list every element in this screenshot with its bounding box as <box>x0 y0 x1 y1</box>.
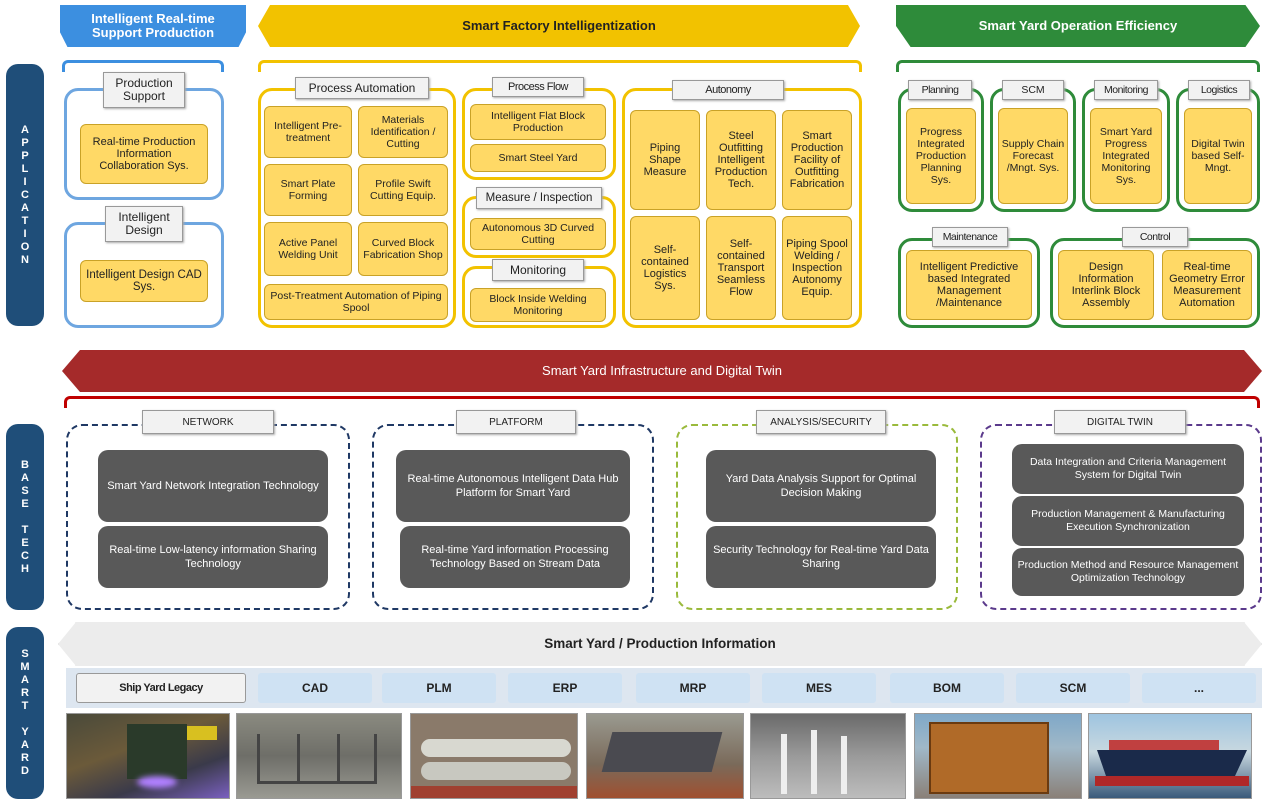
intelligent-design-title: Intelligent Design <box>105 206 183 242</box>
control-card-2: Real-time Geometry Error Measurement Aut… <box>1162 250 1252 320</box>
system-tab-plm[interactable]: PLM <box>382 673 496 703</box>
autonomy-title: Autonomy <box>672 80 784 100</box>
bracket-blue <box>62 60 224 72</box>
pa-card-7: Post-Treatment Automation of Piping Spoo… <box>264 284 448 320</box>
yard-monitoring-title: Monitoring <box>1094 80 1158 100</box>
banner-realtime-support: Intelligent Real-time Support Production <box>60 5 246 47</box>
intelligent-design-card: Intelligent Design CAD Sys. <box>80 260 208 302</box>
monitoring-title: Monitoring <box>492 259 584 281</box>
logistics-card: Digital Twin based Self-Mngt. <box>1184 108 1252 204</box>
photo-steel-frames <box>236 713 402 799</box>
maintenance-card: Intelligent Predictive based Integrated … <box>906 250 1032 320</box>
scm-title: SCM <box>1002 80 1064 100</box>
measure-card-1: Autonomous 3D Curved Cutting <box>470 218 606 250</box>
sidebar-base-tech: BASE TECH <box>6 424 44 610</box>
process-flow-title: Process Flow <box>492 77 584 97</box>
system-tab-more[interactable]: ... <box>1142 673 1256 703</box>
process-automation-title: Process Automation <box>295 77 429 99</box>
photo-pipes <box>410 713 578 799</box>
analysis-title: ANALYSIS/SECURITY <box>756 410 886 434</box>
measure-title: Measure / Inspection <box>476 187 602 209</box>
platform-title: PLATFORM <box>456 410 576 434</box>
production-support-title: Production Support <box>103 72 185 108</box>
autonomy-card-6: Piping Spool Welding / Inspection Autono… <box>782 216 852 320</box>
yard-monitoring-card: Smart Yard Progress Integrated Monitorin… <box>1090 108 1162 204</box>
planning-title: Planning <box>908 80 972 100</box>
banner-infra: Smart Yard Infrastructure and Digital Tw… <box>62 350 1262 392</box>
sidebar-smart-yard: SMART YARD <box>6 627 44 799</box>
bracket-red <box>64 396 1260 408</box>
system-tab-mrp[interactable]: MRP <box>636 673 750 703</box>
digital-twin-title: DIGITAL TWIN <box>1054 410 1186 434</box>
monitoring-card-1: Block Inside Welding Monitoring <box>470 288 606 322</box>
dt-item-1: Data Integration and Criteria Management… <box>1012 444 1244 494</box>
analysis-item-2: Security Technology for Real-time Yard D… <box>706 526 936 588</box>
network-item-2: Real-time Low-latency information Sharin… <box>98 526 328 588</box>
photo-steel-block <box>586 713 744 799</box>
autonomy-card-2: Steel Outfitting Intelligent Production … <box>706 110 776 210</box>
scm-card: Supply Chain Forecast /Mngt. Sys. <box>998 108 1068 204</box>
control-card-1: Design Information Interlink Block Assem… <box>1058 250 1154 320</box>
autonomy-card-3: Smart Production Facility of Outfitting … <box>782 110 852 210</box>
platform-item-2: Real-time Yard information Processing Te… <box>400 526 630 588</box>
pa-card-1: Intelligent Pre-treatment <box>264 106 352 158</box>
pa-card-4: Profile Swift Cutting Equip. <box>358 164 448 216</box>
photo-outfitting <box>750 713 906 799</box>
system-tab-erp[interactable]: ERP <box>508 673 622 703</box>
platform-item-1: Real-time Autonomous Intelligent Data Hu… <box>396 450 630 522</box>
pf-card-1: Intelligent Flat Block Production <box>470 104 606 140</box>
bracket-green <box>896 60 1260 72</box>
autonomy-card-4: Self-contained Logistics Sys. <box>630 216 700 320</box>
banner-yard-operation: Smart Yard Operation Efficiency <box>896 5 1260 47</box>
bracket-gold <box>258 60 862 72</box>
control-title: Control <box>1122 227 1188 247</box>
pa-card-5: Active Panel Welding Unit <box>264 222 352 276</box>
pa-card-3: Smart Plate Forming <box>264 164 352 216</box>
system-tab-scm[interactable]: SCM <box>1016 673 1130 703</box>
photo-hull-block <box>914 713 1082 799</box>
analysis-item-1: Yard Data Analysis Support for Optimal D… <box>706 450 936 522</box>
autonomy-card-1: Piping Shape Measure <box>630 110 700 210</box>
system-tab-mes[interactable]: MES <box>762 673 876 703</box>
photo-cutting-machine <box>66 713 230 799</box>
photo-ship <box>1088 713 1252 799</box>
system-tab-legacy[interactable]: Ship Yard Legacy <box>76 673 246 703</box>
pa-card-6: Curved Block Fabrication Shop <box>358 222 448 276</box>
planning-card: Progress Integrated Production Planning … <box>906 108 976 204</box>
logistics-title: Logistics <box>1188 80 1250 100</box>
banner-smart-factory: Smart Factory Intelligentization <box>258 5 860 47</box>
network-item-1: Smart Yard Network Integration Technolog… <box>98 450 328 522</box>
network-title: NETWORK <box>142 410 274 434</box>
dt-item-2: Production Management & Manufacturing Ex… <box>1012 496 1244 546</box>
pf-card-2: Smart Steel Yard <box>470 144 606 172</box>
pa-card-2: Materials Identification / Cutting <box>358 106 448 158</box>
dt-item-3: Production Method and Resource Managemen… <box>1012 548 1244 596</box>
realtime-production-card: Real-time Production Information Collabo… <box>80 124 208 184</box>
system-tab-bom[interactable]: BOM <box>890 673 1004 703</box>
system-tab-cad[interactable]: CAD <box>258 673 372 703</box>
sidebar-application: APPLICATION <box>6 64 44 326</box>
maintenance-title: Maintenance <box>932 227 1008 247</box>
autonomy-card-5: Self-contained Transport Seamless Flow <box>706 216 776 320</box>
banner-production-info: Smart Yard / Production Information <box>58 622 1262 666</box>
